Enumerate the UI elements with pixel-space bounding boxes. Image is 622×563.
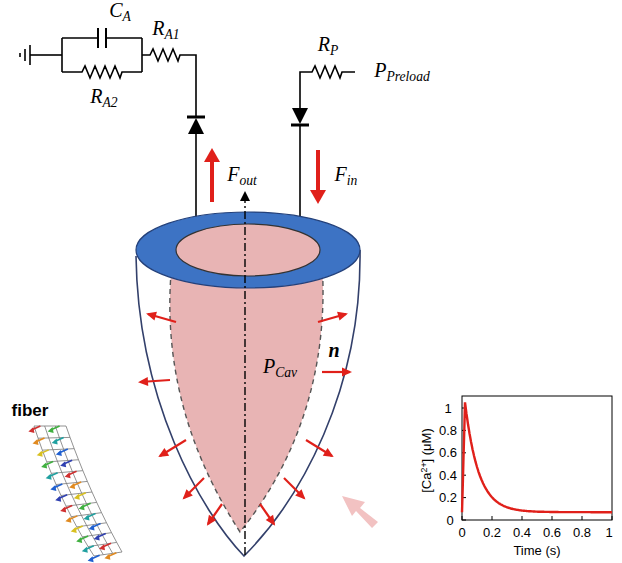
arrow-head [323, 448, 334, 457]
pressure-label: PPreload [374, 60, 430, 84]
tick-label: 0.6 [543, 526, 561, 539]
base-ring [136, 212, 360, 288]
arrow-head [337, 312, 348, 321]
arrow-head [342, 368, 352, 377]
calcium-chart [462, 396, 612, 520]
tick-label: 0.2 [439, 491, 457, 504]
tick-label: 0.4 [513, 526, 531, 539]
tick-label: 1 [605, 526, 612, 539]
axis-title: Time (s) [513, 544, 560, 557]
arrow-head [138, 377, 148, 386]
label-part: ] (μM) [418, 428, 433, 462]
fiber-label: fiber [12, 402, 49, 419]
label-part: Preload [386, 69, 429, 84]
label-part: A [123, 9, 131, 24]
arrow-head [158, 448, 169, 457]
label-part: Cav [275, 365, 297, 380]
label-part: P [374, 59, 386, 81]
epicardium-outline [136, 250, 360, 556]
fiber-illustration [28, 426, 122, 562]
label-part: [Ca [418, 472, 433, 492]
label-part: A2 [103, 95, 118, 110]
resistor-label: RP [318, 34, 339, 58]
arrow-head [266, 515, 275, 526]
pressure-label: PCav [263, 356, 297, 380]
resistor-label: RA1 [152, 18, 179, 42]
label-part: C [109, 0, 122, 21]
tick-label: 0.2 [483, 526, 501, 539]
tick-label: 0 [446, 514, 453, 527]
capacitor-label: CA [109, 0, 131, 24]
label-part: in [347, 173, 358, 188]
pointer-arrow [342, 496, 378, 528]
label-part: R [152, 17, 164, 39]
pressure-arrows [138, 312, 352, 526]
label-part: F [335, 163, 347, 185]
arrow-head [207, 515, 216, 526]
circuit-wires [20, 28, 355, 232]
tick-label: 0.4 [439, 469, 457, 482]
long-axis [244, 196, 245, 555]
flow-label: Fout [227, 164, 257, 188]
label-part: R [318, 33, 330, 55]
arrow-head [183, 489, 193, 499]
cavity-region [170, 262, 323, 532]
flow-label: Fin [335, 164, 358, 188]
arrow-head [146, 312, 157, 321]
label-part: out [239, 173, 256, 188]
label-part: R [90, 85, 102, 107]
label-part: P [330, 43, 338, 58]
tick-label: 1 [444, 402, 451, 415]
label-part: A1 [165, 27, 180, 42]
tick-label: 0.8 [439, 424, 457, 437]
resistor-label: RA2 [90, 86, 117, 110]
tick-label: 0 [458, 526, 465, 539]
valve-opening [176, 224, 320, 276]
label-part: 2+ [419, 462, 429, 472]
flow-arrow [204, 148, 326, 204]
axis-title: [Ca2+] (μM) [419, 428, 432, 493]
tick-label: 0.8 [573, 526, 591, 539]
tick-label: 0.6 [439, 446, 457, 459]
arrow-head [295, 489, 305, 499]
label-part: F [227, 163, 239, 185]
diode-symbol [187, 108, 309, 134]
label-part: P [263, 355, 275, 377]
normal-label: n [328, 340, 339, 360]
